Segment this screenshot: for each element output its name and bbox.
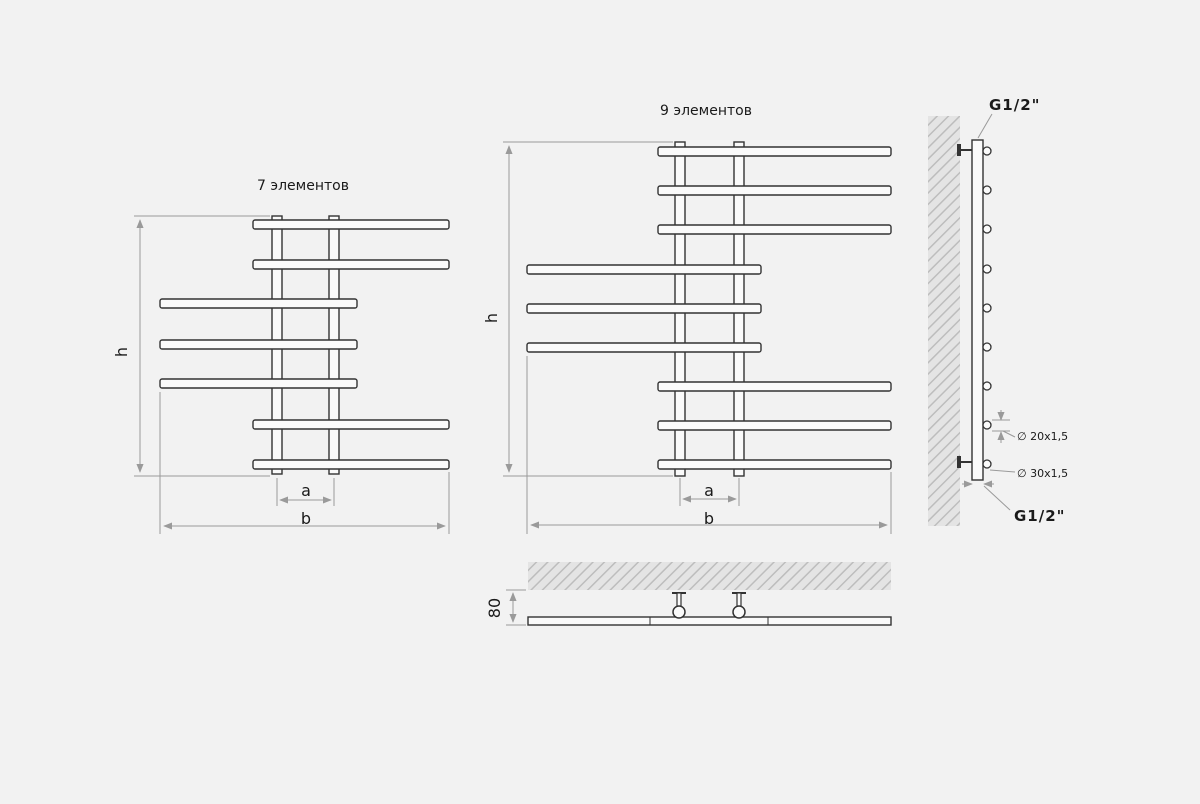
side-collector: [971, 139, 984, 481]
bar-9: [657, 459, 892, 470]
wall-hatch-side: [928, 116, 960, 526]
width-b-label-7: b: [301, 509, 311, 528]
tube-small-label: ∅ 20x1,5: [1017, 430, 1068, 443]
top-connection-label: G1/2": [989, 96, 1040, 114]
tube-large-label: ∅ 30x1,5: [1017, 467, 1068, 480]
front-view-9-elements: 9 элементов h a: [482, 103, 892, 534]
top-view-bar: [527, 616, 892, 626]
bar-5: [159, 378, 358, 389]
wall-mount-bottom: [957, 456, 972, 468]
bar-1: [657, 146, 892, 157]
dimension-lines: [134, 215, 450, 534]
depth-dimension: [506, 589, 526, 626]
wall-bracket-right: [732, 592, 746, 619]
wall-bracket-left: [672, 592, 686, 619]
width-a-label-7: a: [301, 481, 311, 500]
dimension-lines: [503, 141, 892, 534]
height-label-9: h: [482, 313, 501, 323]
height-label-7: h: [112, 347, 131, 357]
bar-3: [159, 298, 358, 309]
bar-5: [526, 303, 762, 314]
bar-7: [657, 381, 892, 392]
width-a-label-9: a: [704, 481, 714, 500]
bar-1: [252, 219, 450, 230]
bar-4: [159, 339, 358, 350]
bar-6: [526, 342, 762, 353]
bar-6: [252, 419, 450, 430]
bar-ends: [982, 146, 992, 469]
bottom-connection-label: G1/2": [1014, 507, 1065, 525]
horizontal-bars: [159, 219, 450, 470]
bar-2: [657, 185, 892, 196]
side-dimension-lines: [962, 113, 1016, 511]
bar-7: [252, 459, 450, 470]
front-view-7-elements: 7 элементов h a b: [112, 178, 450, 534]
horizontal-bars: [526, 146, 892, 470]
bar-4: [526, 264, 762, 275]
wall-hatch-top: [528, 562, 891, 590]
bar-2: [252, 259, 450, 270]
front-view-7-title: 7 элементов: [257, 178, 349, 194]
side-view: G1/2" ∅ 20x1,5 ∅ 30x1,5 G1/2": [928, 96, 1068, 526]
top-view: 80: [485, 562, 892, 626]
bar-8: [657, 420, 892, 431]
bar-3: [657, 224, 892, 235]
depth-label: 80: [485, 598, 504, 618]
width-b-label-9: b: [704, 509, 714, 528]
front-view-9-title: 9 элементов: [660, 103, 752, 119]
wall-mount-top: [957, 144, 972, 156]
